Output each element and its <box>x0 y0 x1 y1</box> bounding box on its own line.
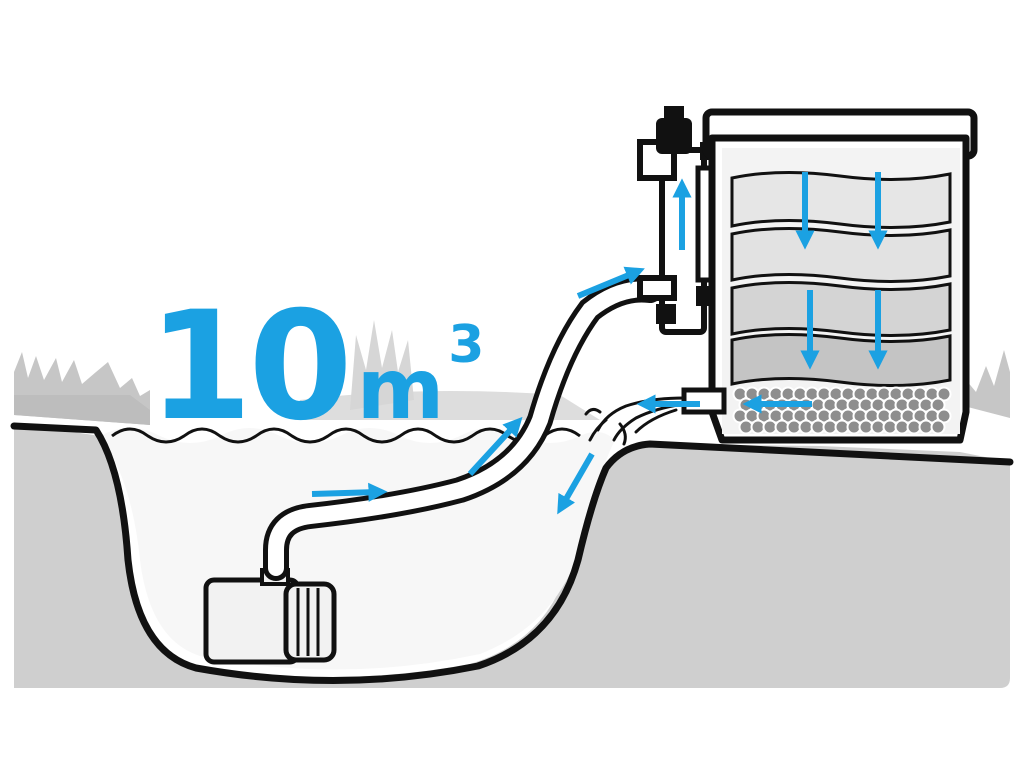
filter-media-layer <box>730 226 952 284</box>
submersible-pump-icon <box>203 568 337 665</box>
flow-arrow-icon <box>311 482 388 502</box>
flow-arrow-icon <box>467 416 523 477</box>
filter-media-layer <box>730 170 952 230</box>
outflow-splash <box>584 396 686 446</box>
volume-number: 10 <box>148 280 353 454</box>
filter-gravel <box>732 386 952 435</box>
filter-media-layer <box>730 280 952 338</box>
flow-arrow-icon <box>557 452 595 515</box>
gravel-pebble <box>930 419 946 435</box>
pond-filter-icon <box>681 108 978 444</box>
filter-media-layer <box>730 332 952 388</box>
ground <box>14 428 1010 688</box>
volume-unit: m <box>356 340 445 438</box>
flow-arrows <box>311 172 888 515</box>
pond-volume-label: 10m3 <box>148 292 484 442</box>
background-grass <box>14 320 1010 425</box>
flow-arrow-icon <box>576 266 645 299</box>
ground-outline <box>10 422 1014 685</box>
pump-hose <box>263 276 663 581</box>
volume-exponent: 3 <box>448 315 485 375</box>
